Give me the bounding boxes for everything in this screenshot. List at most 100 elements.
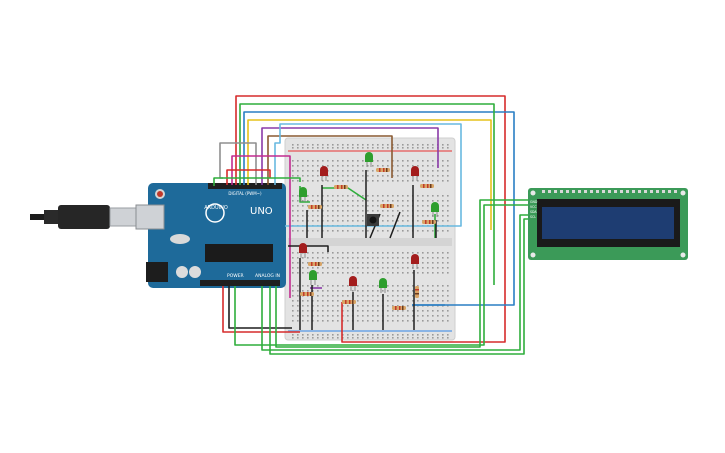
breadboard-hole xyxy=(427,252,429,254)
breadboard-hole xyxy=(332,175,334,177)
breadboard-hole xyxy=(417,285,419,287)
breadboard-hole xyxy=(297,175,299,177)
arduino-reset-button-cap[interactable] xyxy=(157,191,163,197)
breadboard-hole xyxy=(347,290,349,292)
breadboard-hole xyxy=(347,337,349,339)
resistors xyxy=(300,168,436,310)
breadboard-hole xyxy=(447,180,449,182)
breadboard-hole xyxy=(367,272,369,274)
breadboard-hole xyxy=(387,160,389,162)
breadboard-hole xyxy=(297,295,299,297)
breadboard-hole xyxy=(412,272,414,274)
breadboard-hole xyxy=(447,195,449,197)
breadboard-hole xyxy=(397,160,399,162)
breadboard-hole xyxy=(337,320,339,322)
breadboard-hole xyxy=(357,262,359,264)
breadboard-hole xyxy=(302,170,304,172)
breadboard-hole xyxy=(347,272,349,274)
breadboard-hole xyxy=(312,285,314,287)
breadboard-hole xyxy=(327,310,329,312)
wire-green-lcd-4 xyxy=(275,199,528,348)
breadboard-hole xyxy=(422,165,424,167)
breadboard-hole xyxy=(417,334,419,336)
breadboard-hole xyxy=(422,262,424,264)
breadboard-hole xyxy=(317,175,319,177)
breadboard-hole xyxy=(302,272,304,274)
breadboard-hole xyxy=(297,147,299,149)
arduino-capacitor-2 xyxy=(189,266,201,278)
breadboard-hole xyxy=(312,337,314,339)
breadboard-hole xyxy=(332,144,334,146)
breadboard-hole xyxy=(332,310,334,312)
arduino-board xyxy=(148,183,286,288)
breadboard-hole xyxy=(402,334,404,336)
breadboard-hole xyxy=(382,147,384,149)
breadboard-hole xyxy=(347,144,349,146)
led-red xyxy=(320,166,328,181)
breadboard-hole xyxy=(317,210,319,212)
breadboard-hole xyxy=(297,305,299,307)
breadboard-hole xyxy=(302,165,304,167)
breadboard-hole xyxy=(372,200,374,202)
breadboard-hole xyxy=(327,334,329,336)
breadboard-hole xyxy=(417,230,419,232)
breadboard-hole xyxy=(432,170,434,172)
push-button-cap[interactable] xyxy=(369,216,377,224)
breadboard-hole xyxy=(392,262,394,264)
breadboard-hole xyxy=(317,170,319,172)
breadboard-hole xyxy=(412,144,414,146)
breadboard-hole xyxy=(447,267,449,269)
resistor xyxy=(380,204,394,208)
push-button[interactable] xyxy=(367,214,379,226)
breadboard-hole xyxy=(427,160,429,162)
breadboard-hole xyxy=(332,320,334,322)
breadboard-hole xyxy=(327,210,329,212)
breadboard-hole xyxy=(437,295,439,297)
breadboard-hole xyxy=(332,195,334,197)
breadboard-hole xyxy=(302,220,304,222)
lcd-pad xyxy=(560,190,563,193)
breadboard-hole xyxy=(297,205,299,207)
breadboard-hole xyxy=(312,300,314,302)
breadboard-hole xyxy=(392,272,394,274)
breadboard-hole xyxy=(312,180,314,182)
lcd-pad xyxy=(572,190,575,193)
breadboard-hole xyxy=(317,195,319,197)
breadboard-hole xyxy=(297,267,299,269)
breadboard-hole xyxy=(427,320,429,322)
breadboard-hole xyxy=(292,295,294,297)
wires xyxy=(213,95,528,355)
breadboard-hole xyxy=(322,285,324,287)
breadboard-hole xyxy=(307,334,309,336)
breadboard-hole xyxy=(437,285,439,287)
breadboard-hole xyxy=(317,165,319,167)
breadboard-hole xyxy=(322,165,324,167)
breadboard-hole xyxy=(292,267,294,269)
breadboard-hole xyxy=(442,334,444,336)
breadboard-hole xyxy=(407,285,409,287)
breadboard-hole xyxy=(367,210,369,212)
breadboard-hole xyxy=(397,170,399,172)
breadboard-hole xyxy=(387,290,389,292)
breadboard-hole xyxy=(362,285,364,287)
breadboard-hole xyxy=(327,252,329,254)
breadboard-hole xyxy=(317,230,319,232)
breadboard-hole xyxy=(292,195,294,197)
breadboard-hole xyxy=(327,220,329,222)
breadboard-hole xyxy=(302,300,304,302)
breadboard-hole xyxy=(327,315,329,317)
lcd-pin-sda: SDA xyxy=(530,210,537,214)
breadboard-hole xyxy=(427,310,429,312)
breadboard-hole xyxy=(382,220,384,222)
breadboard-hole xyxy=(447,165,449,167)
breadboard-hole xyxy=(402,160,404,162)
breadboard-hole xyxy=(307,262,309,264)
breadboard-hole xyxy=(352,230,354,232)
breadboard-center-channel xyxy=(288,238,452,246)
breadboard-hole xyxy=(407,160,409,162)
breadboard-hole xyxy=(337,334,339,336)
breadboard-hole xyxy=(302,315,304,317)
breadboard-hole xyxy=(437,230,439,232)
breadboard-hole xyxy=(392,295,394,297)
